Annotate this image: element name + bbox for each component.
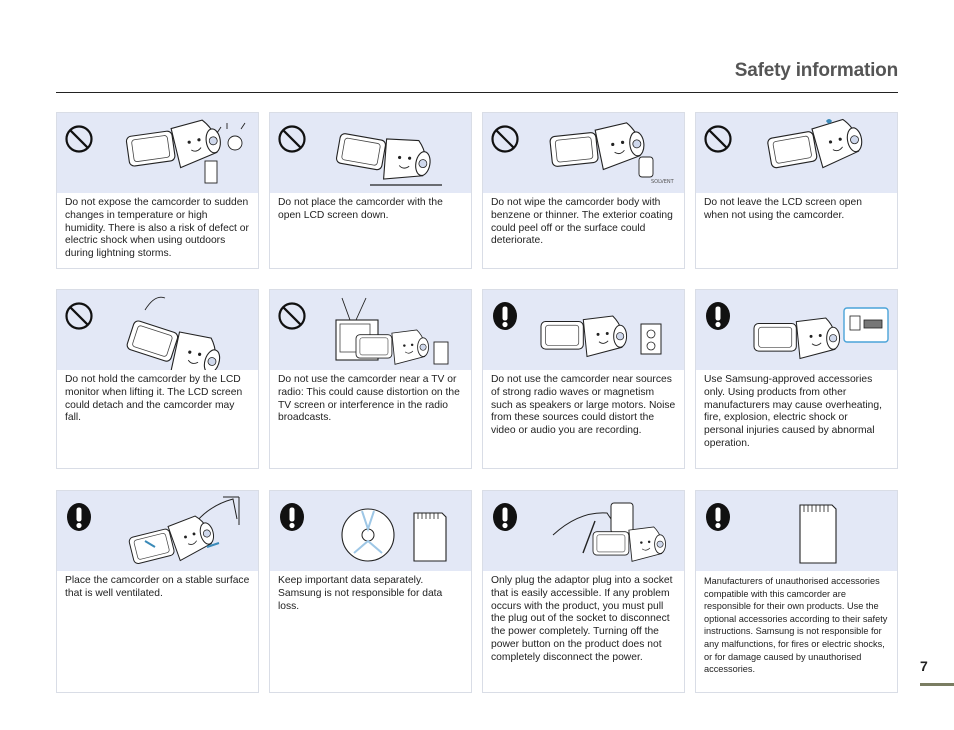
card-text: Use Samsung-approved accessories only. U… bbox=[704, 374, 882, 449]
safety-card: Manufacturers of unauthorised accessorie… bbox=[695, 490, 898, 693]
card-illustration bbox=[57, 290, 258, 370]
safety-card: SOLVENT Do not wipe the camcorder body w… bbox=[482, 112, 685, 269]
camcorder-accessories-illustration bbox=[753, 307, 889, 359]
safety-card: Do not use the camcorder near sources of… bbox=[482, 289, 685, 469]
camcorder-wiping-illustration: SOLVENT bbox=[548, 120, 675, 185]
card-illustration bbox=[696, 491, 897, 571]
card-text: Do not use the camcorder near a TV or ra… bbox=[278, 374, 460, 424]
card-text: Do not hold the camcorder by the LCD mon… bbox=[65, 374, 243, 424]
card-text: Do not leave the LCD screen open when no… bbox=[704, 197, 862, 221]
camcorder-near-tv-illustration bbox=[335, 297, 449, 365]
safety-card: Use Samsung-approved accessories only. U… bbox=[695, 289, 898, 469]
card-text: Manufacturers of unauthorised accessorie… bbox=[704, 576, 888, 675]
card-text: Do not place the camcorder with the open… bbox=[278, 197, 443, 221]
safety-card: Do not hold the camcorder by the LCD mon… bbox=[56, 289, 259, 469]
page-number-bar bbox=[920, 683, 954, 686]
card-illustration bbox=[270, 290, 471, 370]
card-illustration bbox=[57, 113, 258, 193]
camcorder-ventilated-illustration bbox=[126, 496, 240, 571]
safety-card: Place the camcorder on a stable surface … bbox=[56, 490, 259, 693]
card-illustration bbox=[483, 491, 684, 571]
plug-and-socket-illustration bbox=[552, 502, 666, 562]
card-illustration bbox=[483, 290, 684, 370]
camcorder-lift-by-lcd-illustration bbox=[122, 296, 226, 370]
card-text: Do not use the camcorder near sources of… bbox=[491, 374, 676, 437]
safety-card: Do not leave the LCD screen open when no… bbox=[695, 112, 898, 269]
card-text: Do not expose the camcorder to sudden ch… bbox=[65, 197, 249, 260]
card-text: Keep important data separately. Samsung … bbox=[278, 575, 443, 612]
camcorder-open-lcd-illustration bbox=[765, 116, 866, 177]
safety-card: Do not place the camcorder with the open… bbox=[269, 112, 472, 269]
card-illustration bbox=[270, 113, 471, 193]
card-text: Do not wipe the camcorder body with benz… bbox=[491, 197, 673, 247]
camcorder-near-speaker-illustration bbox=[540, 315, 662, 357]
card-illustration bbox=[270, 491, 471, 571]
card-illustration: SOLVENT bbox=[483, 113, 684, 193]
page-title: Safety information bbox=[734, 60, 898, 81]
card-illustration bbox=[57, 491, 258, 571]
disc-and-memory-card-illustration bbox=[341, 508, 447, 562]
memory-card-illustration bbox=[799, 504, 837, 564]
card-illustration bbox=[696, 290, 897, 370]
camcorder-screen-down-illustration bbox=[333, 126, 442, 188]
card-illustration bbox=[696, 113, 897, 193]
safety-card: Do not expose the camcorder to sudden ch… bbox=[56, 112, 259, 269]
page-number: 7 bbox=[920, 658, 928, 674]
title-divider bbox=[56, 92, 898, 93]
svg-text:SOLVENT: SOLVENT bbox=[651, 179, 675, 185]
safety-card: Keep important data separately. Samsung … bbox=[269, 490, 472, 693]
card-text: Only plug the adaptor plug into a socket… bbox=[491, 575, 673, 663]
safety-card: Do not use the camcorder near a TV or ra… bbox=[269, 289, 472, 469]
safety-card: Only plug the adaptor plug into a socket… bbox=[482, 490, 685, 693]
camcorder-humidity-illustration bbox=[124, 117, 246, 184]
card-text: Place the camcorder on a stable surface … bbox=[65, 575, 250, 599]
